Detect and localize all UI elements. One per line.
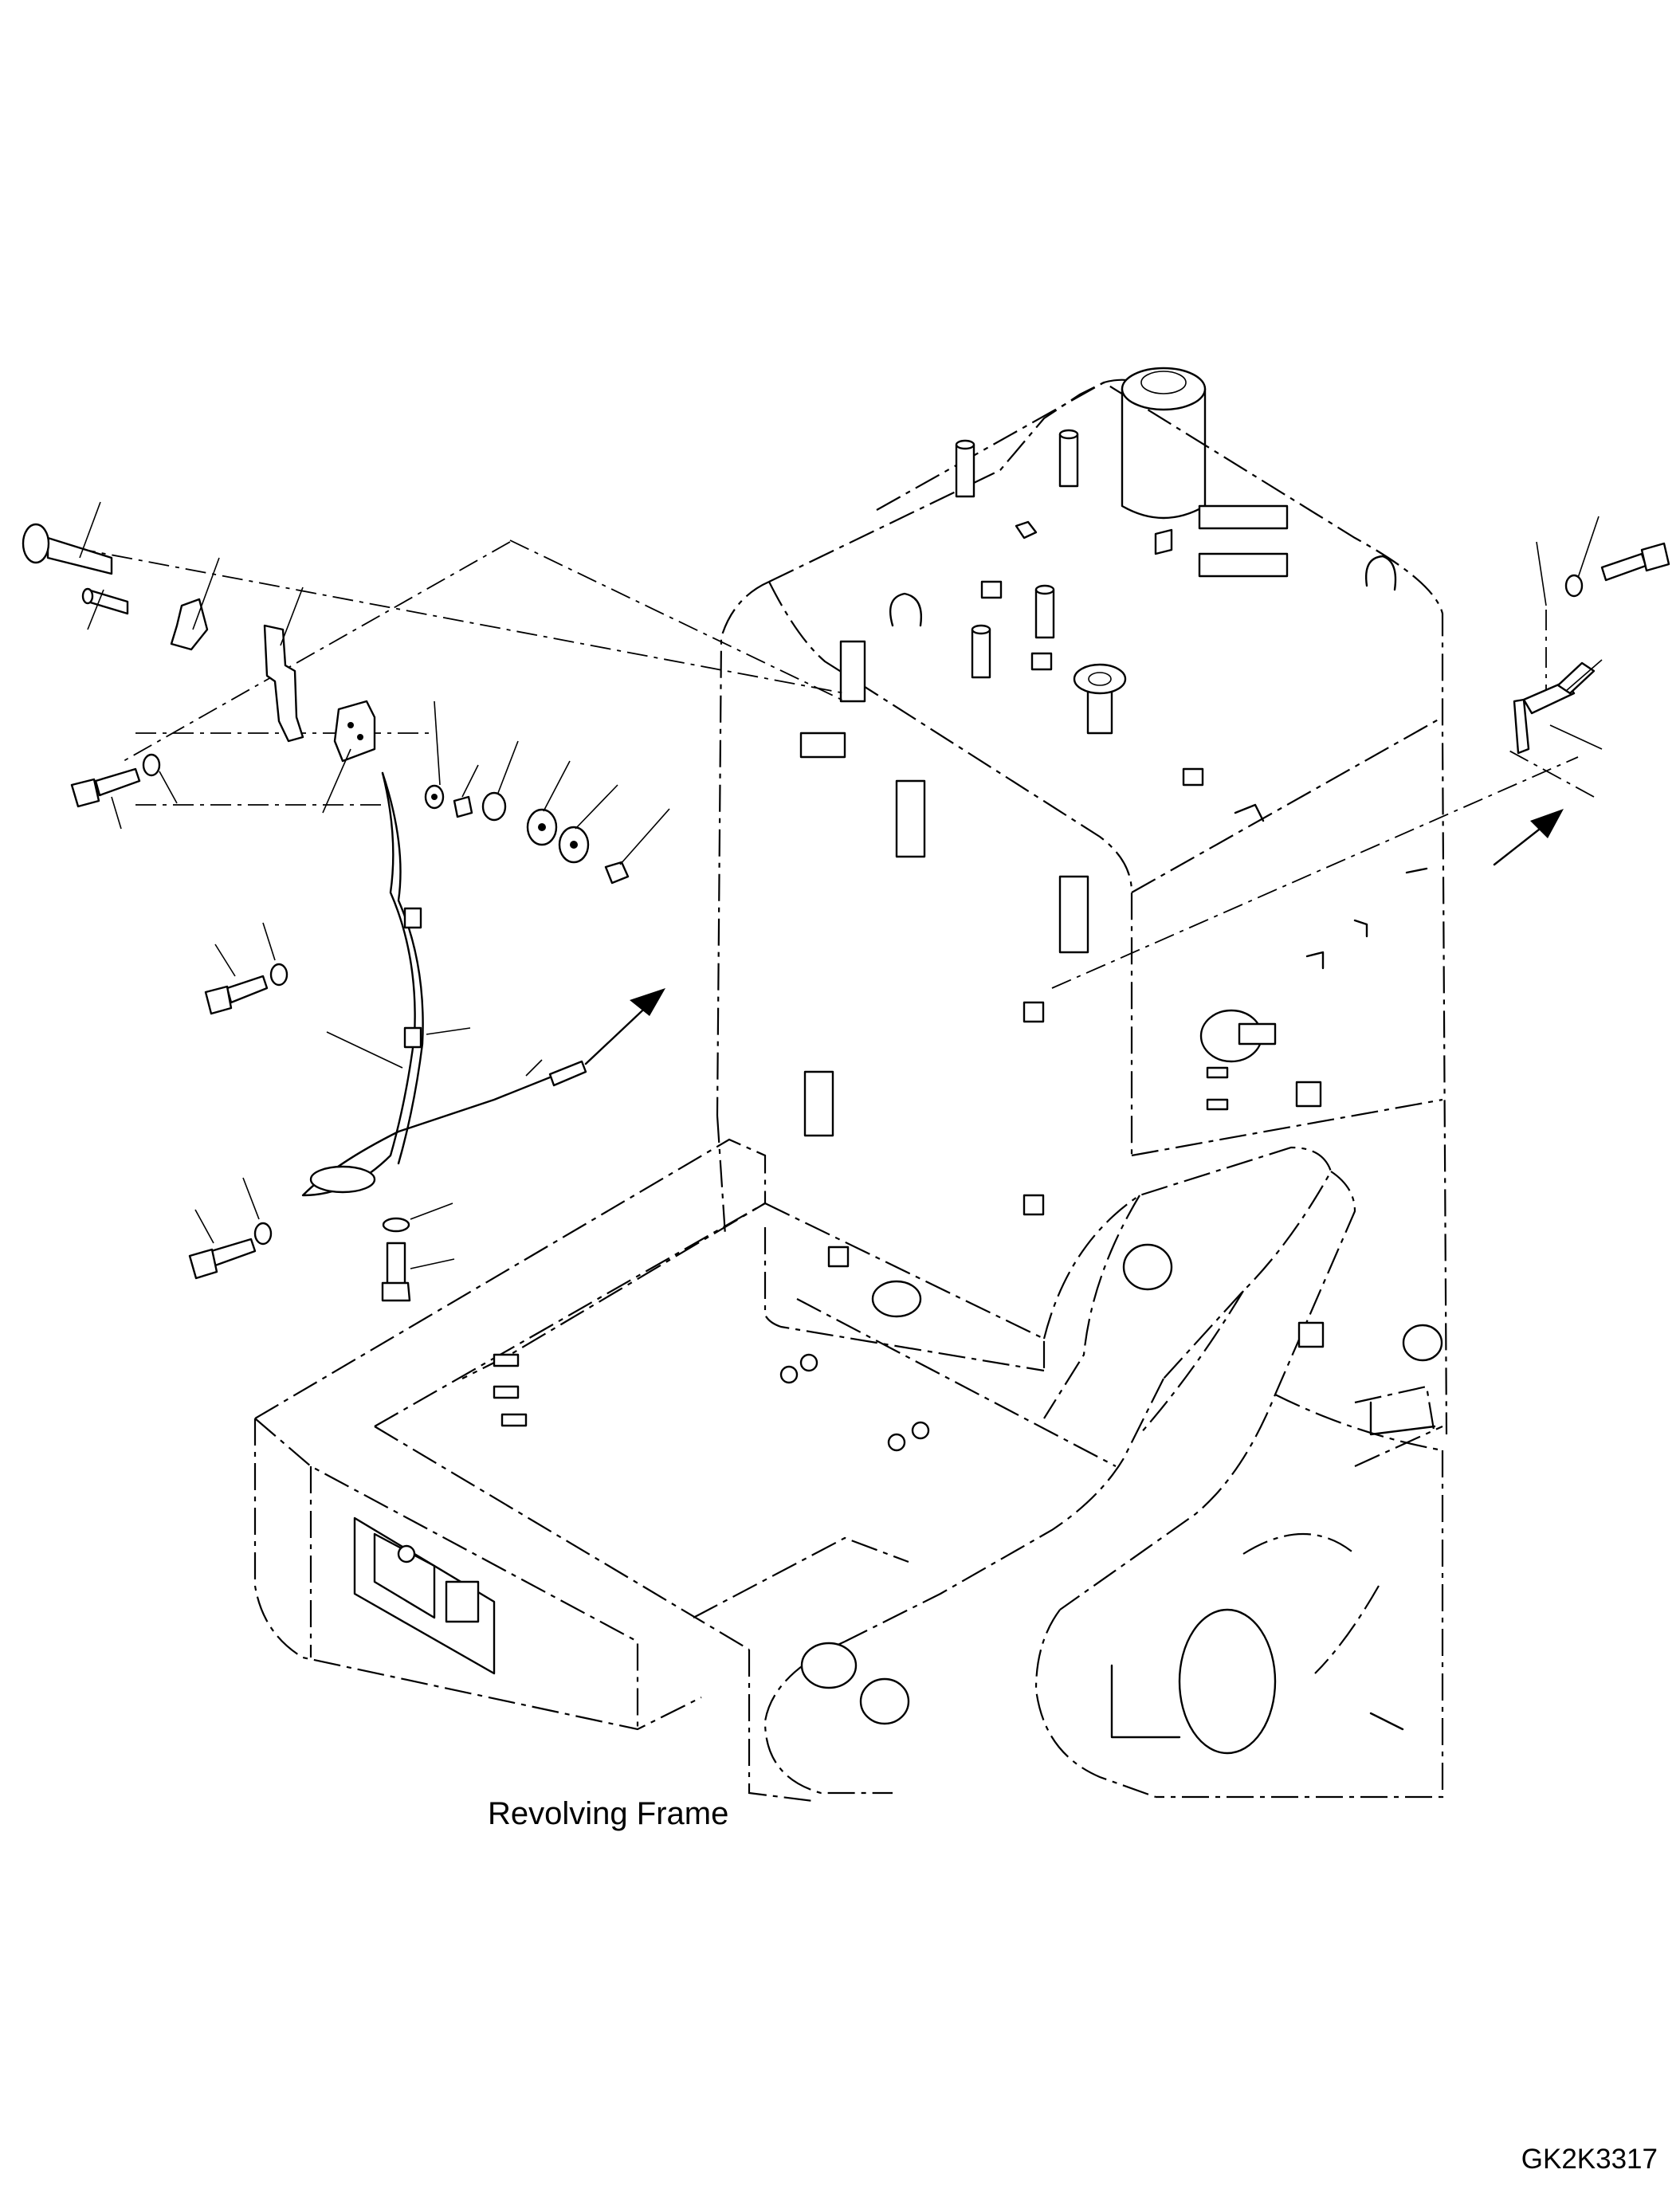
right-exploded-assembly <box>1493 542 1670 866</box>
frame-features <box>353 367 1443 1755</box>
left-exploded-assembly <box>22 523 665 1302</box>
leader-lines <box>79 501 1603 1269</box>
center-lines <box>37 539 1595 989</box>
revolving-frame-outline <box>253 379 1448 1803</box>
drawing-number: GK2K3317 <box>1521 2144 1658 2175</box>
frame-caption: Revolving Frame <box>488 1796 729 1831</box>
